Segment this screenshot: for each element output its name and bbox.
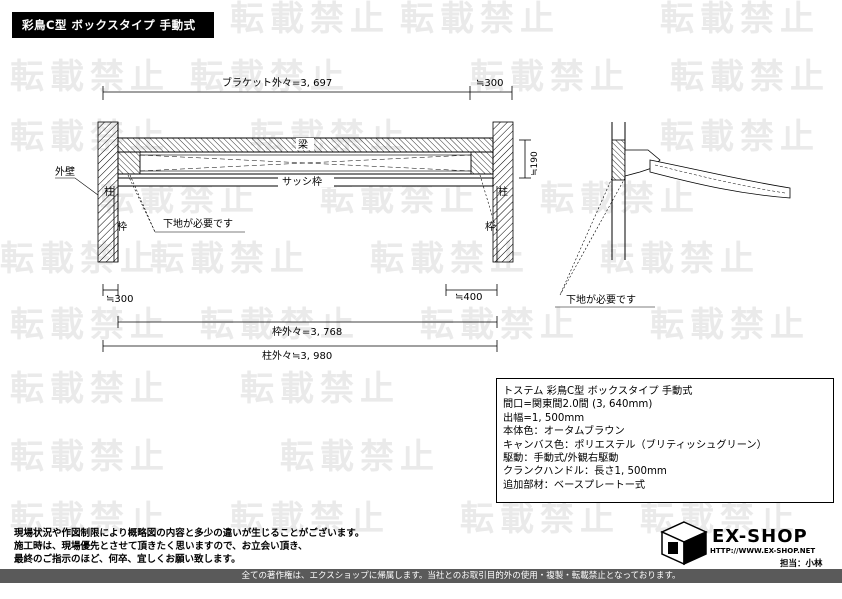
awning-box: [117, 151, 494, 175]
logo-url: HTTP://WWW.EX-SHOP.NET: [710, 547, 816, 555]
left-wall: [97, 121, 119, 263]
watermark: 転載禁止: [670, 57, 830, 97]
top-offset-label: ≒300: [476, 78, 503, 89]
bracket-width-label: ブラケット外々=3, 697: [222, 76, 332, 89]
dimension-frame-outer: 枠外々=3, 768 柱外々≒3, 980: [102, 316, 498, 362]
pillar-frames: 柱 柱 枠 枠: [104, 185, 508, 262]
beam-label: 梁: [298, 138, 308, 151]
watermark: 転載禁止: [10, 499, 170, 539]
spec-line: 本体色：オータムブラウン: [503, 426, 625, 438]
watermark: 転載禁止: [230, 0, 390, 39]
footer-copyright: 全ての著作権は、エクスショップに帰属します。当社とのお取引目的外の使用・複製・転…: [0, 569, 842, 583]
watermark: 転載禁止: [0, 239, 160, 279]
watermark: 転載禁止: [10, 437, 170, 477]
spec-line: 出幅=1, 500mm: [503, 412, 585, 424]
staff-label: 担当：小林: [780, 559, 823, 569]
notes: 現場状況や作図制限により概略図の内容と多少の違いが生じることがございます。 施工…: [14, 527, 364, 566]
pillar-left-label: 柱: [104, 185, 114, 198]
watermark: 転載禁止: [470, 57, 630, 97]
drawing-title: 彩鳥C型 ボックスタイプ 手動式: [12, 12, 214, 38]
offset-left-label: ≒300: [106, 294, 133, 305]
spec-line: クランクハンドル：長さ1, 500mm: [503, 466, 667, 478]
offset-right-label: ≒400: [455, 292, 482, 303]
dimension-bracket: ブラケット外々=3, 697 ≒300: [102, 76, 513, 100]
watermark: 転載禁止: [540, 179, 700, 219]
spec-line: キャンバス色：ポリエステル（ブリティッシュグリーン）: [503, 439, 767, 451]
base-needed-label-left: 下地が必要です: [163, 217, 233, 230]
spec-box: トステム 彩鳥C型 ボックスタイプ 手動式 間口=関東間2.0間 (3, 640…: [496, 378, 834, 503]
logo-name: EX-SHOP: [712, 526, 808, 547]
note-line: 施工時は、現場優先とさせて頂きたく思いますので、お立会い頂き、: [14, 541, 308, 552]
frame-outer-label: 枠外々=3, 768: [272, 325, 342, 338]
dimension-height: ≒190: [519, 139, 540, 179]
watermark: 転載禁止: [240, 369, 400, 409]
sash-frame: サッシ枠: [117, 175, 494, 188]
sash-frame-label: サッシ枠: [282, 175, 322, 188]
watermark: 転載禁止: [10, 369, 170, 409]
beam: 梁: [117, 137, 494, 153]
watermark: 転載禁止: [190, 57, 350, 97]
outer-wall-callout: 外壁: [55, 165, 99, 196]
pillar-outer-label: 柱外々≒3, 980: [262, 349, 332, 362]
right-wall: [492, 121, 514, 263]
watermark: 転載禁止: [200, 305, 360, 345]
dimension-offsets: ≒300 ≒400: [102, 284, 498, 305]
watermark: 転載禁止: [660, 0, 820, 39]
frame-right-label: 枠: [485, 220, 495, 233]
spec-line: トステム 彩鳥C型 ボックスタイプ 手動式: [503, 386, 693, 397]
ex-shop-logo: EX-SHOP HTTP://WWW.EX-SHOP.NET 担当：小林: [660, 520, 832, 569]
watermark: 転載禁止: [280, 437, 440, 477]
height-label: ≒190: [530, 151, 540, 176]
base-needed-callout-left: 下地が必要です: [127, 174, 498, 233]
outer-wall-label: 外壁: [55, 165, 75, 178]
watermark: 転載禁止: [10, 57, 170, 97]
note-line: 最終のご指示のほど、何卒、宜しくお願い致します。: [14, 554, 241, 565]
base-needed-label-right: 下地が必要です: [566, 293, 636, 306]
watermark-layer: 転載禁止 転載禁止 転載禁止 転載禁止 転載禁止 転載禁止 転載禁止 転載禁止 …: [0, 0, 830, 539]
watermark: 転載禁止: [400, 0, 560, 39]
watermark: 転載禁止: [650, 305, 810, 345]
watermark: 転載禁止: [420, 305, 580, 345]
watermark: 転載禁止: [460, 499, 620, 539]
side-view: 下地が必要です: [555, 122, 791, 308]
note-line: 現場状況や作図制限により概略図の内容と多少の違いが生じることがございます。: [14, 528, 365, 539]
watermark: 転載禁止: [600, 239, 760, 279]
pillar-right-label: 柱: [498, 185, 508, 198]
spec-line: 駆動：手動式/外観右駆動: [503, 453, 619, 465]
spec-line: 追加部材：ベースプレートー式: [503, 479, 646, 491]
frame-left-label: 枠: [117, 220, 127, 233]
watermark: 転載禁止: [660, 117, 820, 157]
cube-icon: [660, 521, 708, 566]
watermark: 転載禁止: [10, 305, 170, 345]
watermark: 転載禁止: [150, 239, 310, 279]
spec-line: 間口=関東間2.0間 (3, 640mm): [503, 399, 653, 411]
watermark: 転載禁止: [230, 499, 390, 539]
